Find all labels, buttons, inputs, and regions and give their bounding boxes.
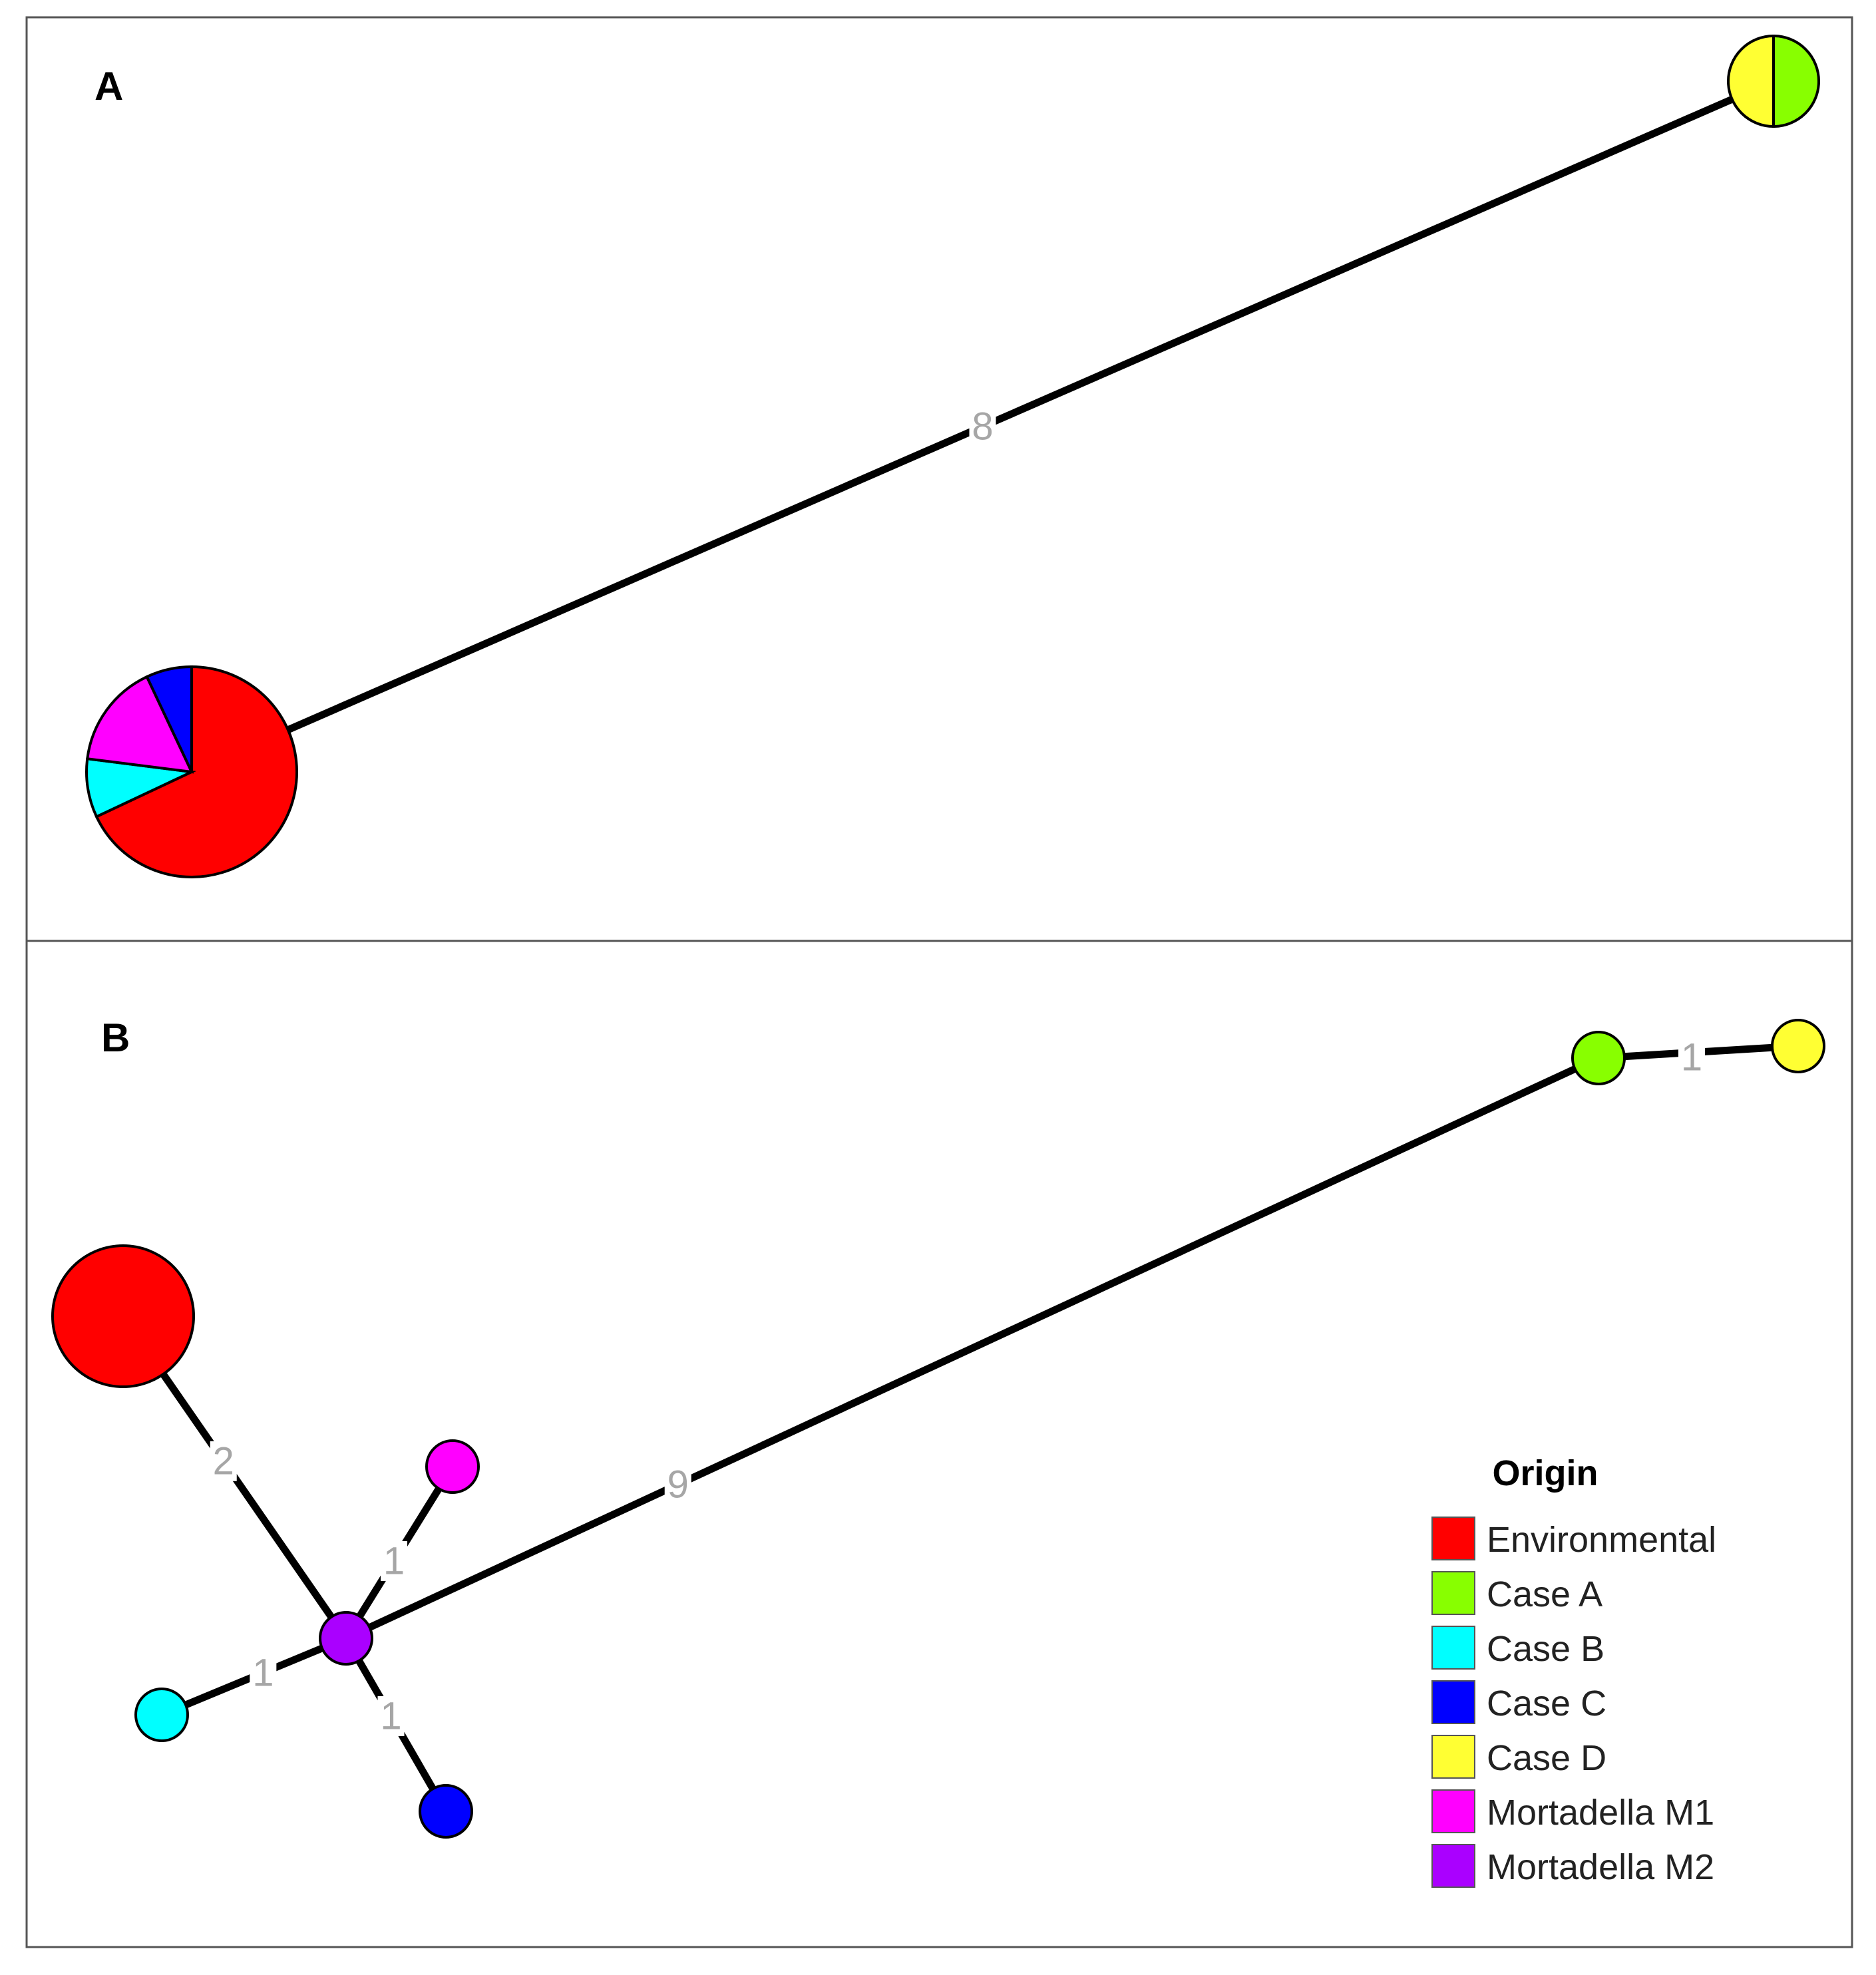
legend-label-mortadella-m2: Mortadella M2 [1487, 1847, 1714, 1887]
node-case-d [1771, 1019, 1825, 1073]
node-environmental [51, 1244, 195, 1388]
pie-slice-case-c [145, 665, 193, 773]
legend-label-case-d: Case D [1487, 1738, 1606, 1778]
legend-swatch-environmental [1431, 1517, 1475, 1560]
panel-b: B 2 1 1 1 9 1 [25, 940, 1853, 1948]
pie-slice-case-d [1727, 34, 1775, 128]
legend-label-case-b: Case B [1487, 1629, 1604, 1669]
panel-a-nodes [85, 34, 1820, 878]
pie-slice-case-a [1772, 34, 1820, 128]
legend-label-case-c: Case C [1487, 1684, 1606, 1723]
pie-slice-mortadella-m1 [86, 675, 194, 774]
node-case-a [1571, 1031, 1626, 1085]
legend-swatch-case-d [1431, 1735, 1475, 1779]
node-mortadella-m1 [425, 1439, 480, 1494]
panel-b-nodes [51, 1019, 1825, 1839]
legend-swatch-case-b [1431, 1626, 1475, 1670]
edge-label-m2-ca: 9 [667, 1463, 689, 1506]
panel-b-label: B [101, 1015, 130, 1060]
panel-a-frame [25, 16, 1853, 942]
edge-label-background [1678, 1037, 1705, 1077]
legend-title: Origin [1493, 1453, 1598, 1493]
pie-node-a2 [1727, 34, 1820, 128]
node-mortadella-m2 [319, 1611, 373, 1666]
legend-swatch-case-a [1431, 1571, 1475, 1615]
panel-b-edge-labels: 2 1 1 1 9 1 [210, 1036, 1705, 1738]
node-case-c [419, 1784, 473, 1839]
edge-label-background [250, 1652, 277, 1693]
edge-label-ca-cd: 1 [1681, 1036, 1702, 1079]
legend-label-environmental: Environmental [1487, 1520, 1716, 1560]
edge-label-m2-m1: 1 [383, 1539, 405, 1582]
edge-m2-ca [342, 1054, 1602, 1642]
edge-label-background [969, 407, 996, 447]
legend-swatch-mortadella-m2 [1431, 1844, 1475, 1888]
edge-label-a1-a2: 8 [972, 405, 993, 449]
edge-label-m2-cb: 1 [252, 1651, 274, 1694]
node-case-b [134, 1688, 189, 1742]
pie-node-a1 [85, 665, 298, 878]
edge-label-background [381, 1540, 407, 1581]
legend-label-mortadella-m1: Mortadella M1 [1487, 1793, 1714, 1833]
legend-label-case-a: Case A [1487, 1574, 1602, 1614]
panel-a: A 8 [25, 16, 1853, 942]
edge-label-background [377, 1696, 405, 1736]
edge-label-background [210, 1441, 237, 1481]
edge-label-env-m2: 2 [213, 1439, 234, 1483]
edge-label-m2-cc: 1 [380, 1695, 401, 1738]
legend-swatch-case-c [1431, 1680, 1475, 1724]
edge-label-background [664, 1464, 691, 1505]
pie-slice-environmental [94, 665, 298, 878]
panel-a-label: A [94, 64, 123, 108]
panel-b-frame [25, 940, 1853, 1948]
legend-swatch-mortadella-m1 [1431, 1789, 1475, 1833]
panel-a-edge-labels: 8 [969, 405, 996, 449]
